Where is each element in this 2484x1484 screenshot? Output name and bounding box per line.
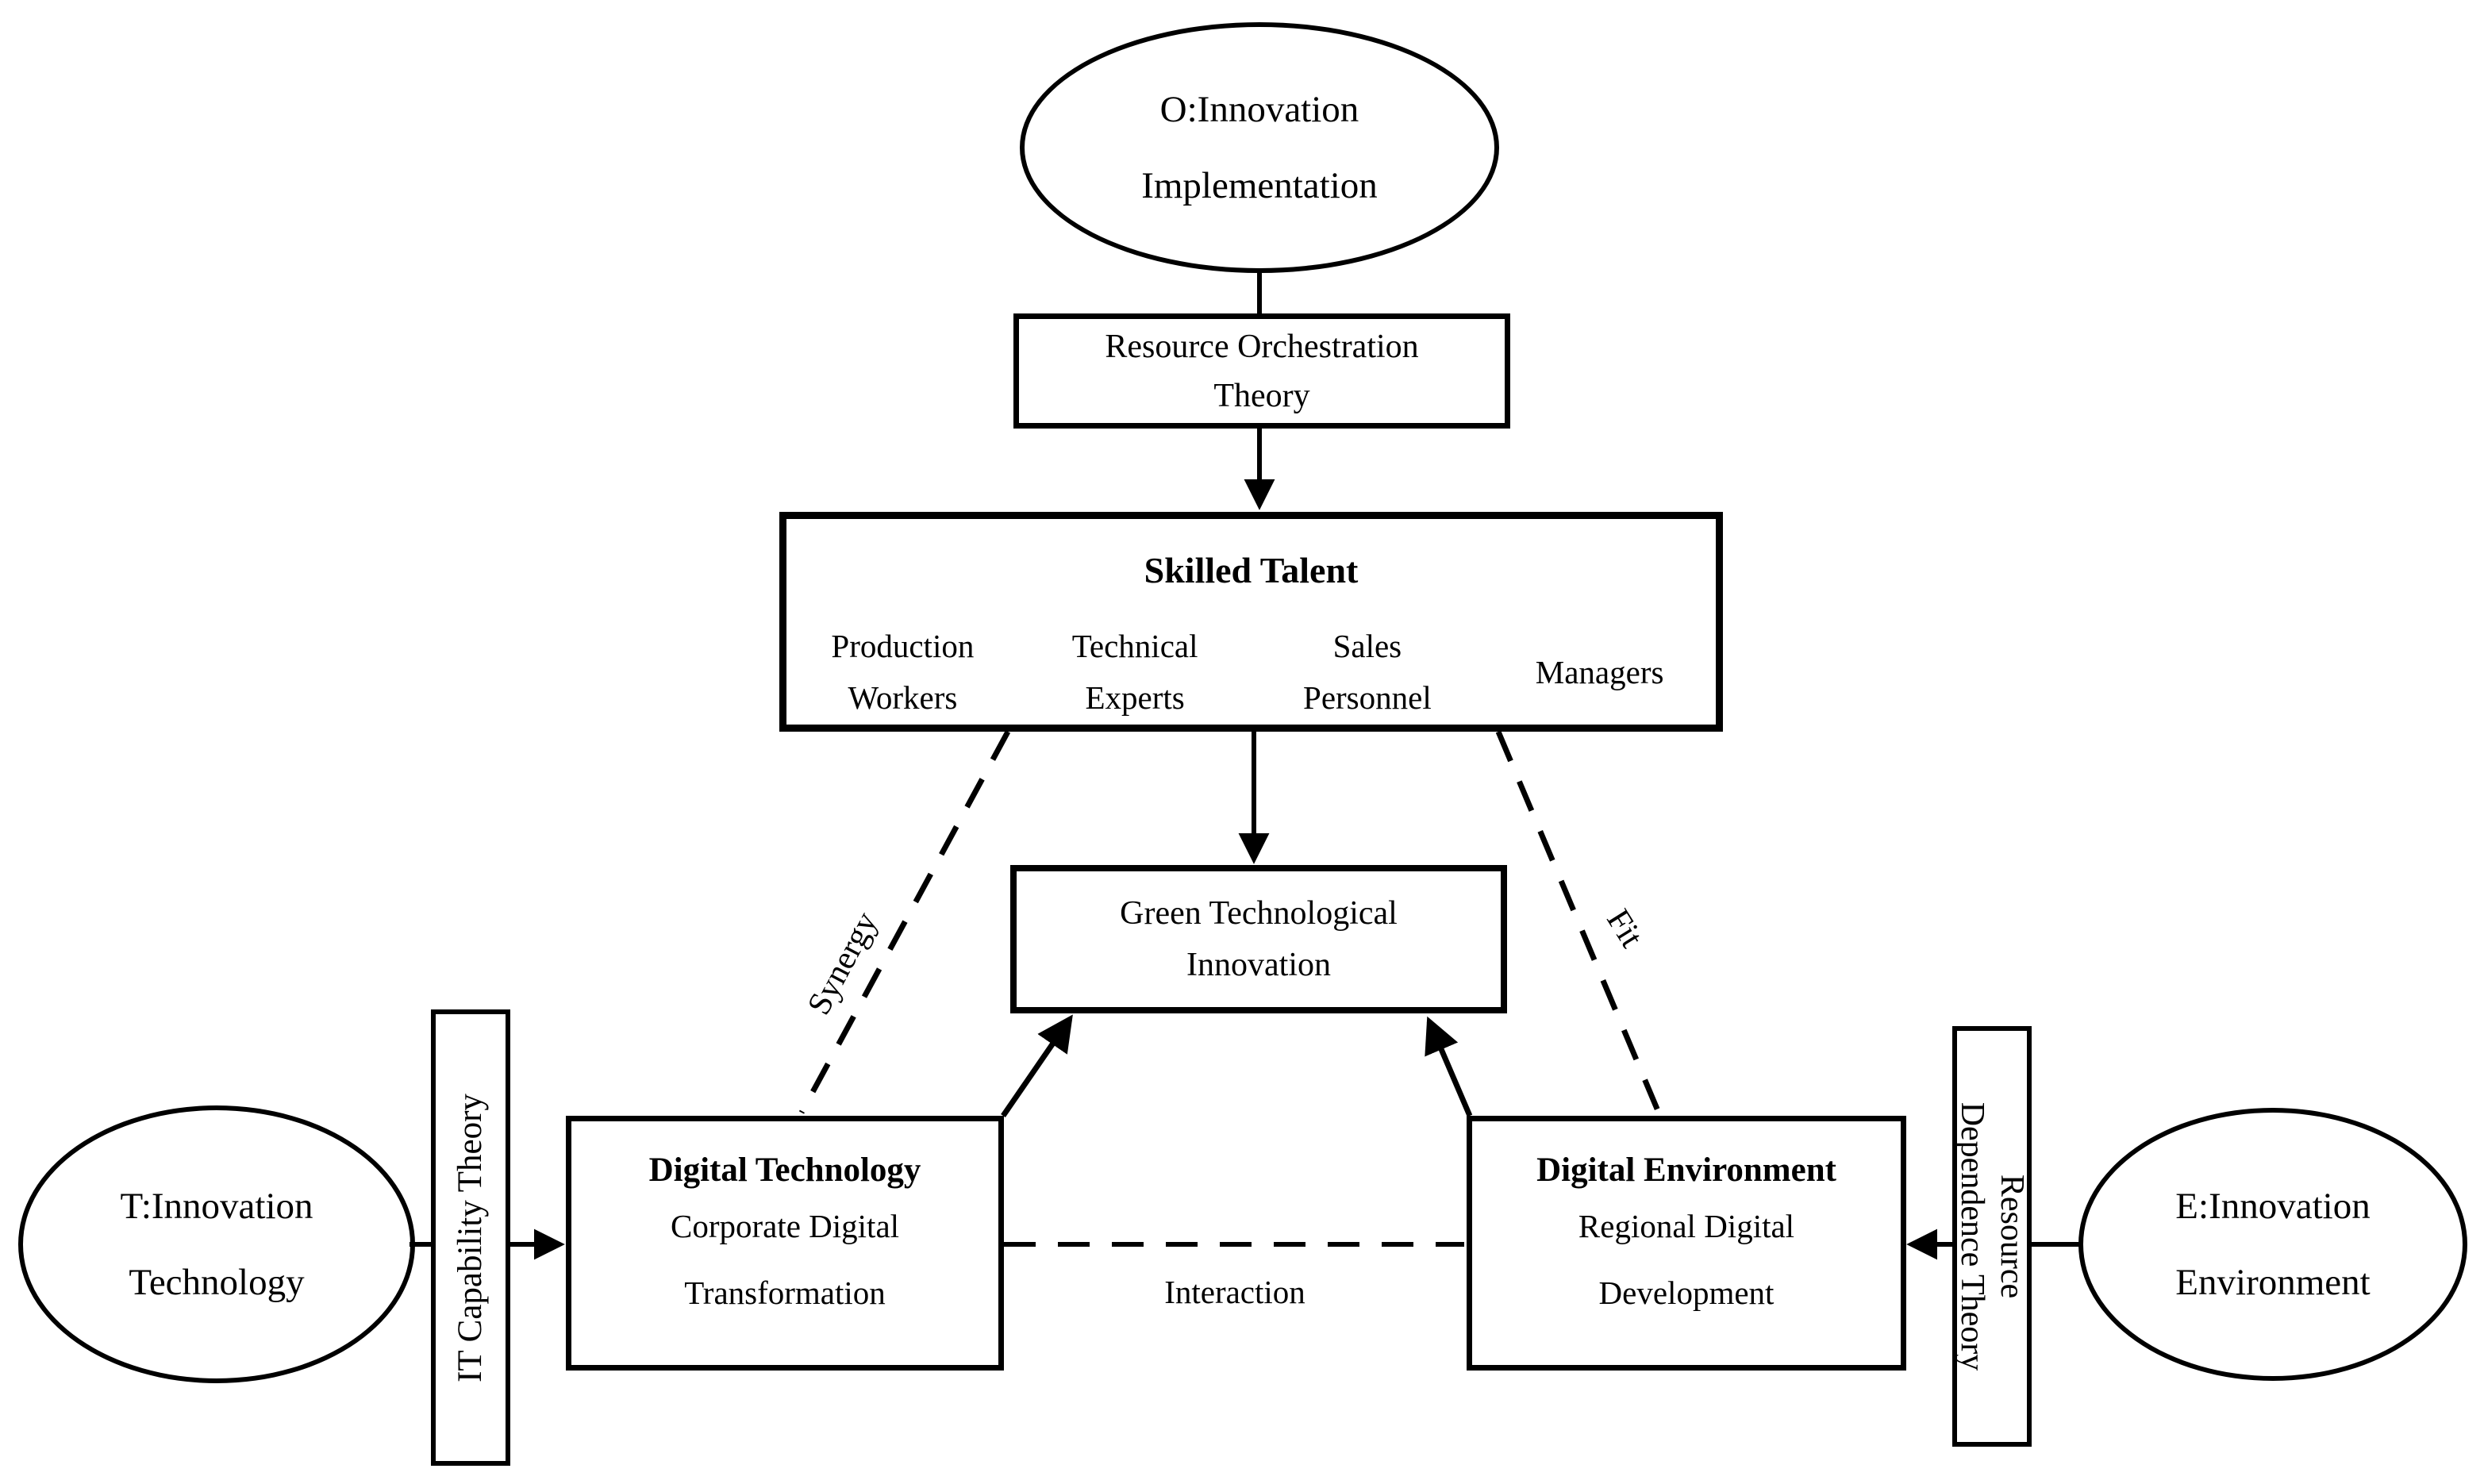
resource-dependence-theory-box	[1952, 1026, 2032, 1447]
innovation-technology-line1: T:Innovation	[120, 1186, 313, 1227]
it-capability-theory-label: IT Capability Theory	[452, 1094, 489, 1382]
talent-item-production-workers: Production Workers	[831, 628, 975, 716]
innovation-environment-ellipse: E:Innovation Environment	[2078, 1108, 2467, 1381]
resource-orchestration-line2: Theory	[1213, 377, 1310, 414]
talent-item-managers: Managers	[1535, 653, 1664, 690]
digital-environment-box: Digital Environment Regional Digital Dev…	[1467, 1116, 1906, 1371]
synergy-edge-label: Synergy	[801, 905, 885, 1021]
gti-line1: Green Technological	[1120, 894, 1398, 932]
talent-item-technical-experts: Technical Experts	[1071, 628, 1198, 716]
skilled-talent-box: Skilled Talent Production Workers Techni…	[779, 512, 1723, 732]
innovation-environment-line2: Environment	[2175, 1262, 2371, 1303]
skilled-talent-items: Production Workers Technical Experts Sal…	[786, 621, 1716, 724]
gti-line2: Innovation	[1186, 946, 1331, 983]
resource-orchestration-line1: Resource Orchestration	[1105, 328, 1419, 365]
digital-environment-line1: Regional Digital	[1578, 1208, 1795, 1244]
it-capability-theory-box	[431, 1009, 510, 1466]
innovation-implementation-ellipse: O:Innovation Implementation	[1020, 22, 1499, 273]
interaction-edge-label: Interaction	[1164, 1274, 1305, 1310]
green-technological-innovation-box: Green Technological Innovation	[1010, 865, 1507, 1013]
resource-orchestration-theory-box: Resource Orchestration Theory	[1013, 313, 1510, 429]
digital-technology-title: Digital Technology	[648, 1151, 921, 1189]
fit-edge-label: Fit	[1599, 903, 1650, 954]
edge-synergy-dashed	[798, 730, 1011, 1114]
innovation-implementation-line2: Implementation	[1141, 165, 1378, 206]
talent-item-sales-personnel: Sales Personnel	[1303, 628, 1432, 716]
innovation-environment-line1: E:Innovation	[2175, 1186, 2371, 1227]
digital-technology-box: Digital Technology Corporate Digital Tra…	[566, 1116, 1004, 1371]
resource-dependence-theory-label: Resource Dependence Theory	[1954, 1101, 2030, 1371]
innovation-technology-ellipse: T:Innovation Technology	[18, 1105, 415, 1383]
innovation-implementation-line1: O:Innovation	[1159, 89, 1359, 130]
edge-digital-technology-to-gti	[1001, 1014, 1073, 1117]
digital-environment-line2: Development	[1598, 1274, 1775, 1311]
skilled-talent-title: Skilled Talent	[1144, 550, 1359, 590]
edge-digital-environment-to-gti	[1425, 1016, 1473, 1117]
digital-environment-title: Digital Environment	[1536, 1151, 1836, 1189]
digital-technology-line1: Corporate Digital	[670, 1208, 900, 1244]
innovation-technology-line2: Technology	[129, 1262, 305, 1303]
digital-technology-line2: Transformation	[684, 1274, 886, 1311]
